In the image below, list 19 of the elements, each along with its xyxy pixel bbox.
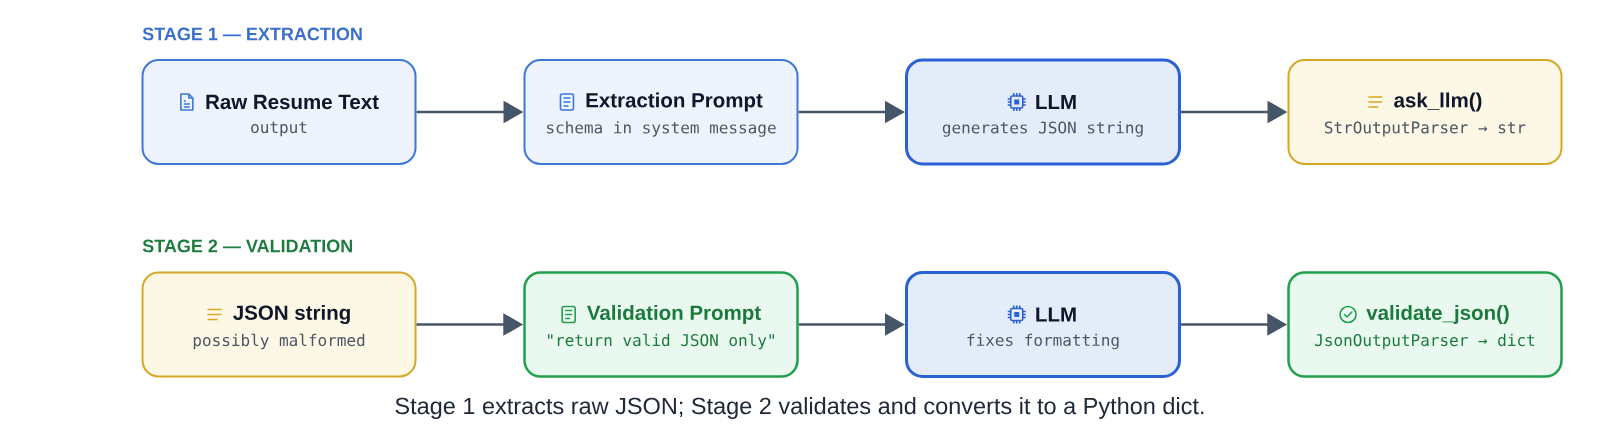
caption: Stage 1 extracts raw JSON; Stage 2 validates and converts it to a Python dict. bbox=[395, 397, 1204, 419]
node-subtitle: "return valid JSON only" bbox=[548, 333, 774, 350]
node-subtitle: output bbox=[251, 121, 307, 137]
node-title: ask_llm() bbox=[1394, 92, 1482, 112]
node-subtitle: schema in system message bbox=[547, 121, 776, 137]
node-title: validate_json() bbox=[1366, 304, 1509, 325]
node-title: JSON string bbox=[233, 304, 350, 325]
node-subtitle: JsonOutputParser → dict bbox=[1315, 333, 1535, 350]
node-title: LLM bbox=[1036, 94, 1076, 110]
node-title: Validation Prompt bbox=[587, 304, 761, 325]
node-subtitle: fixes formatting bbox=[967, 333, 1119, 350]
section-heading: STAGE 2 — VALIDATION bbox=[142, 239, 353, 253]
node-subtitle: generates JSON string bbox=[942, 121, 1143, 137]
node-title: LLM bbox=[1036, 307, 1076, 322]
node-title: Raw Resume Text bbox=[206, 94, 379, 110]
section-heading: STAGE 1 — EXTRACTION bbox=[142, 27, 362, 41]
node-subtitle: possibly malformed bbox=[193, 333, 365, 350]
node-subtitle: StrOutputParser → str bbox=[1324, 121, 1526, 137]
node-title: Extraction Prompt bbox=[586, 92, 763, 112]
